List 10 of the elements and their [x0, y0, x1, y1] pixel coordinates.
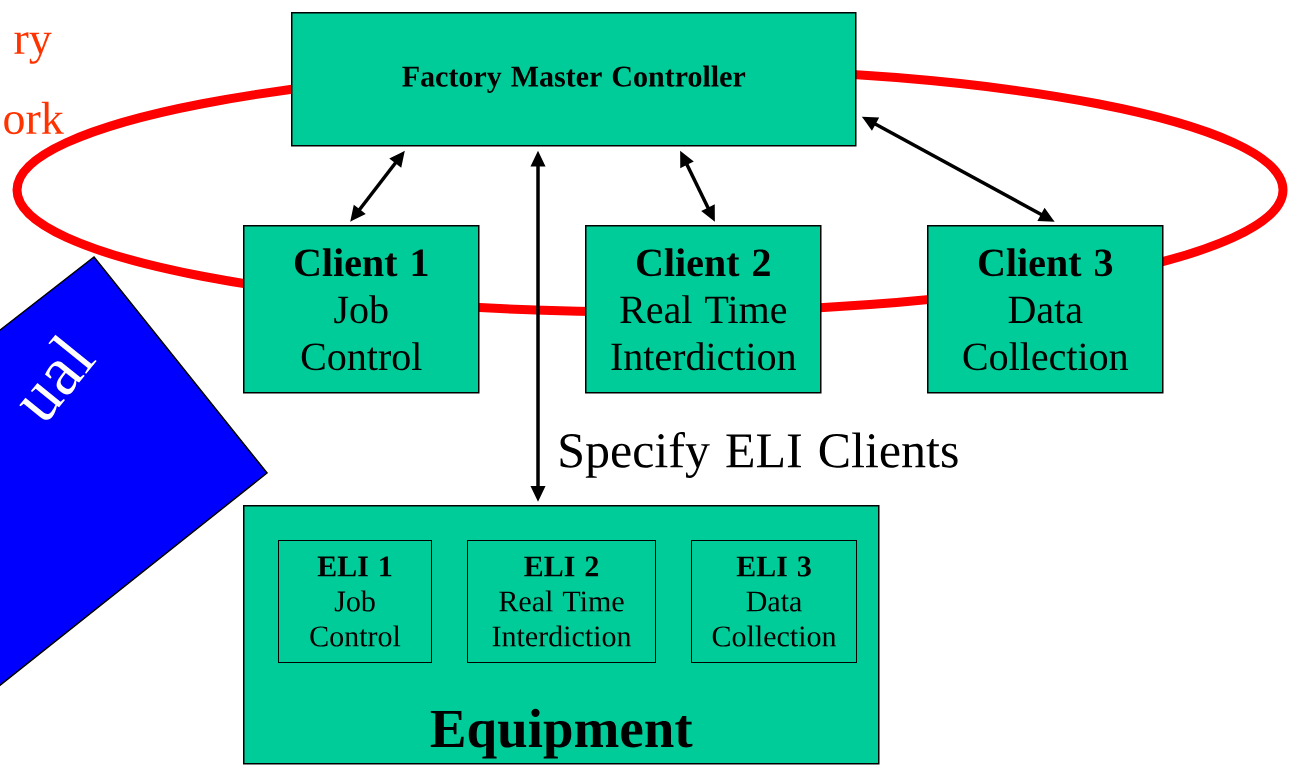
partial-text: ork	[4, 101, 64, 135]
eli-box: ELI 2 Real Time Interdiction	[467, 540, 656, 663]
client-box: Client 3 Data Collection	[927, 225, 1164, 394]
eli-box: ELI 1 Job Control	[278, 540, 432, 663]
edge-label: Specify ELI Clients	[560, 432, 958, 478]
client-box: Client 2 Real Time Interdiction	[585, 225, 822, 394]
eli-box: ELI 3 Data Collection	[691, 540, 857, 663]
controller-box: Factory Master Controller	[291, 12, 857, 147]
client-box: Client 1 Job Control	[243, 225, 480, 394]
partial-text: ry	[14, 32, 52, 64]
